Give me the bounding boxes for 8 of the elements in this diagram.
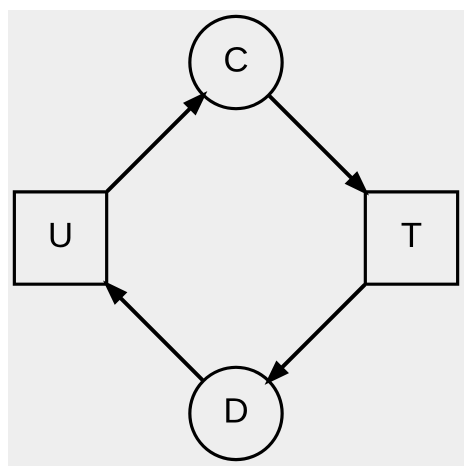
node-circle: D	[188, 365, 284, 461]
arrow	[264, 282, 366, 384]
node-box: U	[12, 190, 108, 286]
arrow	[106, 90, 208, 192]
arrow	[103, 280, 204, 382]
arrow	[268, 94, 369, 195]
node-box: T	[364, 190, 460, 286]
node-circle: C	[188, 14, 284, 110]
